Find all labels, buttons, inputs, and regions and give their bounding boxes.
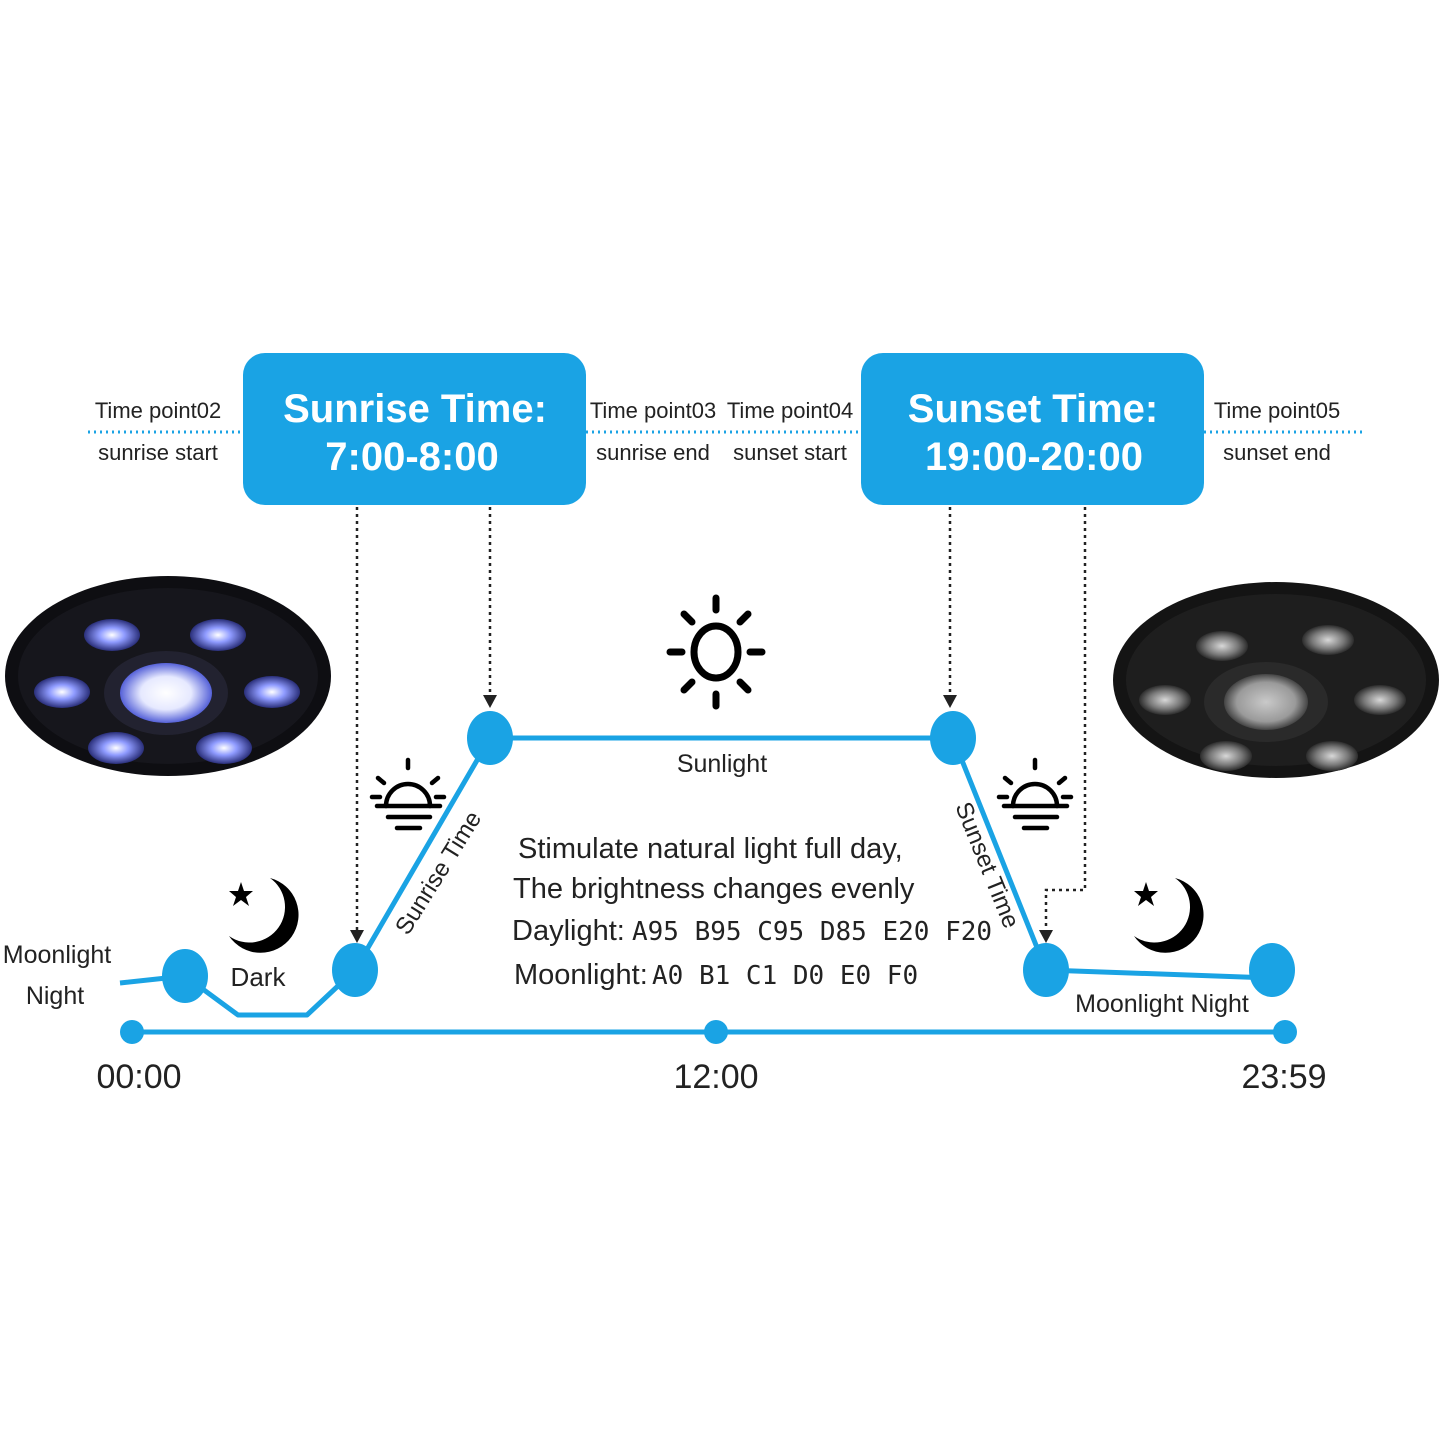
sunset-box-range: 19:00-20:00 — [925, 435, 1143, 479]
description-line1: Stimulate natural light full day, — [518, 833, 903, 865]
sunrise-box-range: 7:00-8:00 — [325, 435, 498, 479]
tp05-sub: sunset end — [1223, 440, 1331, 465]
timeline-mid-label: 12:00 — [673, 1058, 758, 1096]
node-night-end — [162, 949, 208, 1003]
moonlight-label: Moonlight: — [514, 959, 648, 991]
node-sunrise-start — [332, 943, 378, 997]
sunset-icon — [996, 757, 1074, 831]
tp04-sub: sunset start — [733, 440, 847, 465]
tp03-title: Time point03 — [590, 398, 716, 423]
sunrise-box-title: Sunrise Time: — [283, 387, 547, 431]
phase-moonlight-right: Moonlight Night — [1075, 990, 1249, 1018]
phase-sunlight: Sunlight — [677, 750, 767, 778]
phase-dark: Dark — [231, 962, 287, 992]
moon-star-icon — [229, 878, 299, 953]
node-sunrise-end — [467, 711, 513, 765]
tp02-title: Time point02 — [95, 398, 221, 423]
moonlight-values: A0 B1 C1 D0 E0 F0 — [652, 961, 918, 991]
tp04-title: Time point04 — [727, 398, 853, 423]
timeline-dot-end — [1273, 1020, 1297, 1044]
sunset-box-title: Sunset Time: — [908, 387, 1158, 431]
node-sunset-start — [930, 711, 976, 765]
phase-moonlight-left-2: Night — [26, 982, 84, 1010]
dotted-arrows — [355, 507, 1087, 932]
led-lamp-on — [5, 576, 331, 776]
timeline-start-label: 00:00 — [96, 1058, 181, 1096]
curve-nodes — [162, 711, 1295, 1003]
sunrise-icon — [369, 757, 447, 831]
led-lamp-off — [1113, 582, 1439, 778]
description-line2: The brightness changes evenly — [513, 873, 915, 905]
timeline-dot-start — [120, 1020, 144, 1044]
node-sunset-end — [1023, 943, 1069, 997]
daylight-values: A95 B95 C95 D85 E20 F20 — [632, 917, 992, 947]
tp03-sub: sunrise end — [596, 440, 710, 465]
timeline-dot-mid — [704, 1020, 728, 1044]
sun-icon — [666, 594, 766, 710]
phase-moonlight-left-1: Moonlight — [3, 941, 111, 969]
moon-star-icon-right — [1134, 878, 1204, 953]
tp02-sub: sunrise start — [98, 440, 218, 465]
node-night-right — [1249, 943, 1295, 997]
tp05-title: Time point05 — [1214, 398, 1340, 423]
sunset-time-box: Sunset Time: 19:00-20:00 — [861, 353, 1204, 505]
daylight-label: Daylight: — [512, 915, 625, 947]
sunrise-time-box: Sunrise Time: 7:00-8:00 — [243, 353, 586, 505]
arrow-heads — [350, 695, 1053, 943]
timeline-end-label: 23:59 — [1241, 1058, 1326, 1096]
